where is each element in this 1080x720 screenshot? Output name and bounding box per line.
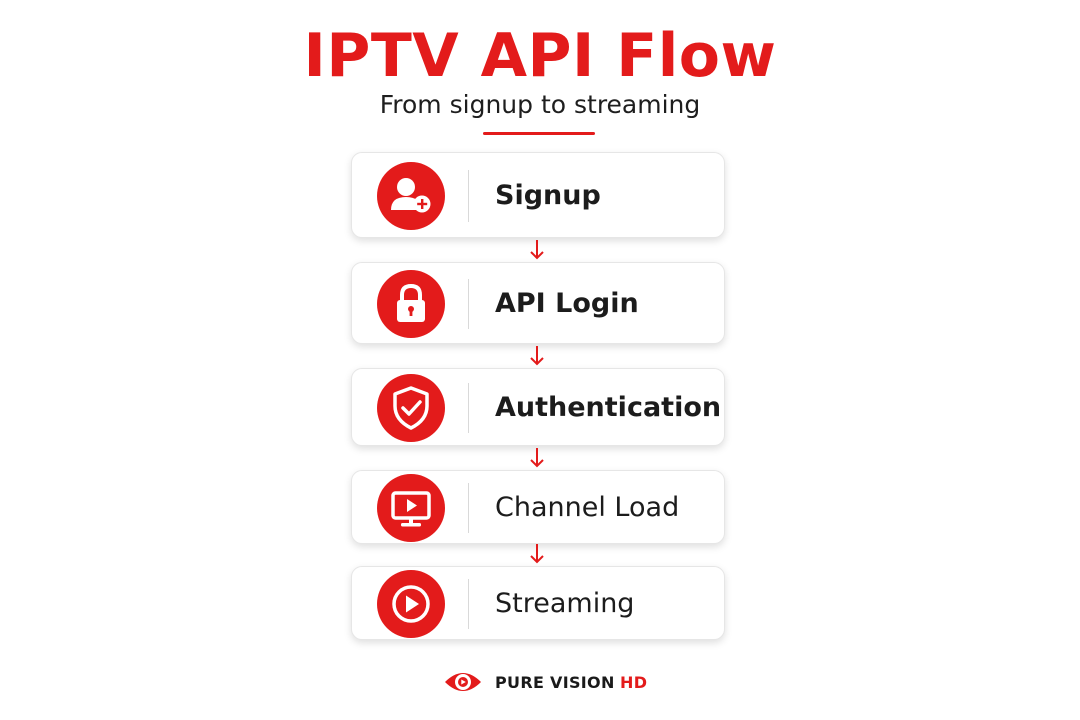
brand-logo: PURE VISION HD (443, 667, 647, 697)
brand-accent: HD (620, 672, 648, 692)
title-underline (483, 132, 595, 135)
step-divider (468, 170, 469, 222)
step-divider (468, 483, 469, 533)
flow-arrow-4 (530, 544, 544, 564)
user-add-icon (377, 162, 445, 230)
step-authentication: Authentication (351, 368, 725, 446)
diagram-subtitle: From signup to streaming (379, 90, 701, 119)
flow-arrow-3 (530, 448, 544, 468)
brand-word: PURE VISION (495, 672, 615, 692)
step-label: API Login (495, 288, 639, 319)
eye-logo-icon (445, 673, 481, 691)
shield-check-icon (377, 374, 445, 442)
diagram-title: IPTV API Flow (303, 21, 777, 91)
brand-name: PURE VISION HD (495, 673, 647, 692)
step-divider (468, 579, 469, 629)
step-label: Streaming (495, 588, 635, 619)
play-circle-icon (377, 570, 445, 638)
step-signup: Signup (351, 152, 725, 238)
lock-icon (377, 270, 445, 338)
flow-arrow-1 (530, 240, 544, 260)
step-api-login: API Login (351, 262, 725, 344)
step-divider (468, 279, 469, 329)
step-streaming: Streaming (351, 566, 725, 640)
step-label: Signup (495, 180, 601, 211)
step-channel-load: Channel Load (351, 470, 725, 544)
step-divider (468, 383, 469, 433)
flow-arrow-2 (530, 346, 544, 366)
step-label: Channel Load (495, 492, 680, 523)
step-label: Authentication (495, 392, 722, 423)
monitor-play-icon (377, 474, 445, 542)
